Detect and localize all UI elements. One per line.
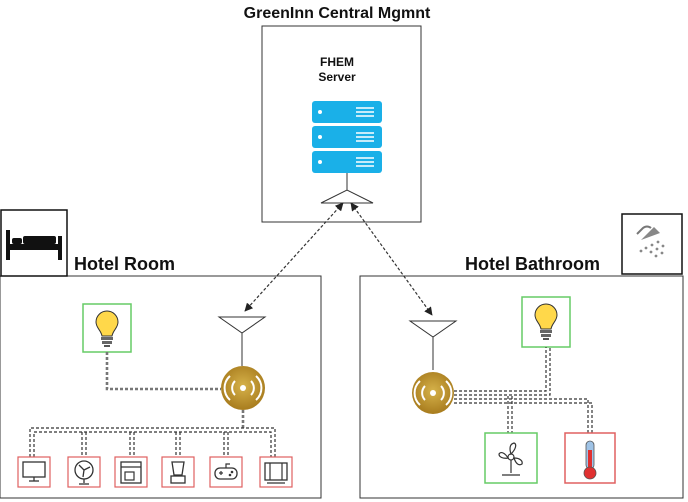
room-tv-icon (17, 456, 51, 488)
hotel-room-title: Hotel Room (74, 254, 175, 274)
server-label-line2: Server (318, 70, 356, 84)
room-gateway-icon (221, 366, 265, 410)
room-light-bulb-icon (82, 303, 132, 353)
central-management-box (261, 25, 422, 223)
bathroom-thermometer-icon (564, 432, 616, 484)
bathroom-links (454, 347, 593, 433)
server-antenna-icon (320, 173, 374, 204)
room-device-bus (29, 410, 276, 457)
room-game-controller-icon (209, 456, 243, 488)
room-antenna-icon (217, 316, 267, 366)
bathroom-antenna-icon (408, 320, 458, 370)
wireless-link-bathroom (350, 202, 433, 316)
hotel-bathroom-title: Hotel Bathroom (465, 254, 600, 274)
bathroom-fan-icon (484, 432, 538, 484)
room-fan-icon (67, 456, 101, 488)
room-radio-icon (259, 456, 293, 488)
shower-icon (621, 213, 683, 275)
bathroom-gateway-icon (412, 372, 454, 414)
server-icon (312, 101, 382, 173)
server-label-line1: FHEM (320, 55, 354, 69)
room-blender-icon (161, 456, 195, 488)
central-title: GreenInn Central Mgmnt (244, 5, 431, 22)
room-coffee-machine-icon (114, 456, 148, 488)
bathroom-light-bulb-icon (521, 296, 571, 348)
bed-icon (0, 209, 68, 277)
room-bulb-link (105, 352, 221, 391)
wireless-link-room (244, 202, 344, 312)
